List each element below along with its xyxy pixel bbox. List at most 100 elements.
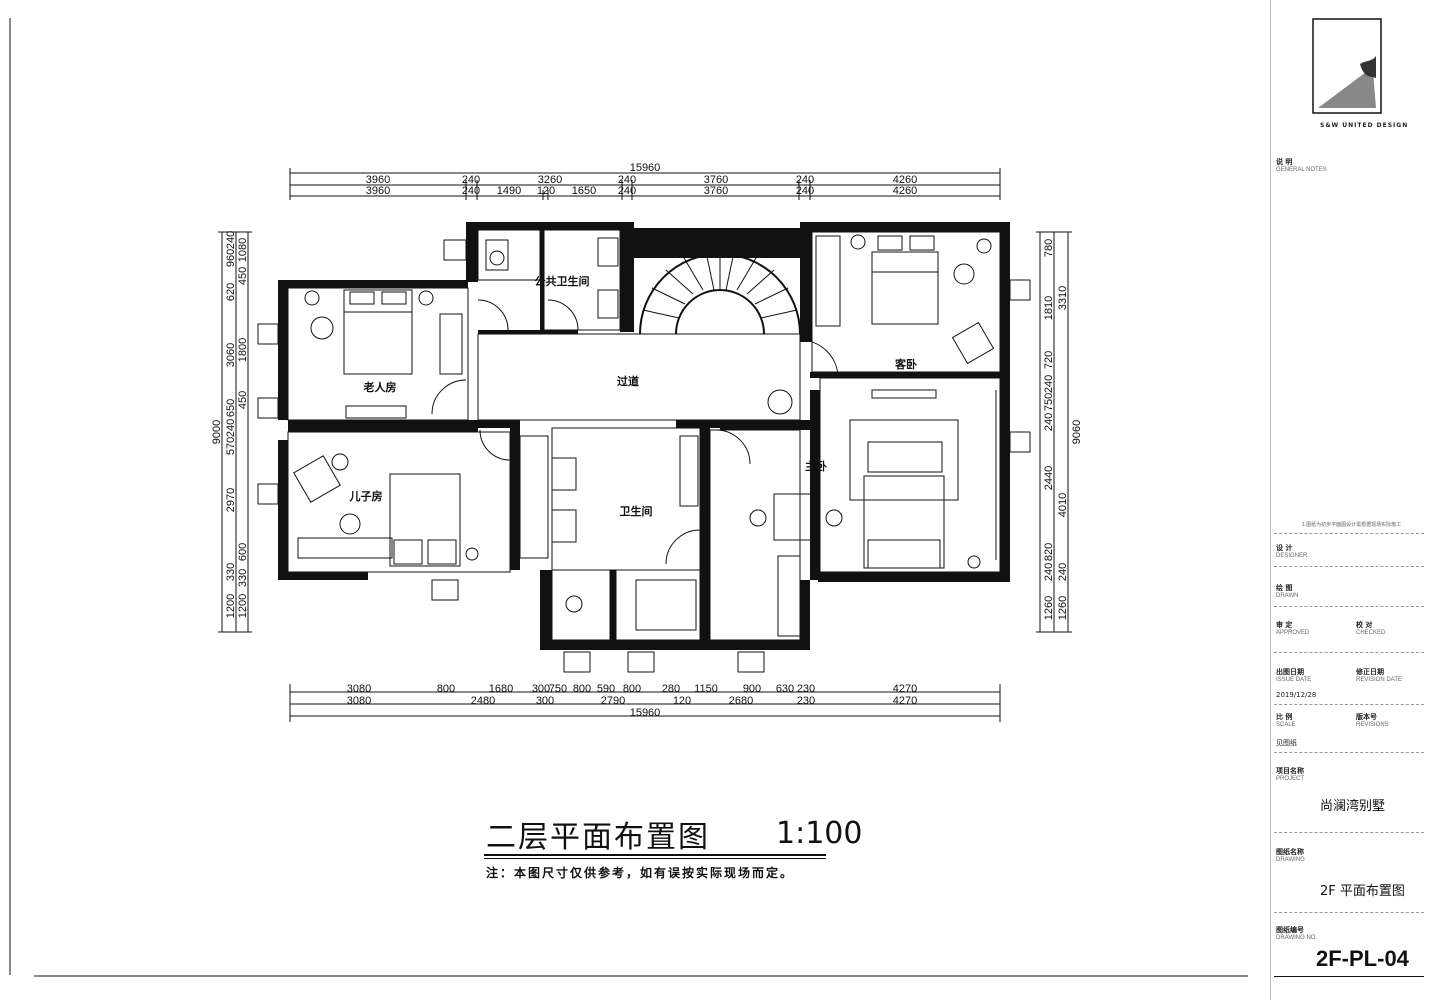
rule xyxy=(1274,652,1424,653)
top-dim: 3760 xyxy=(704,174,728,186)
company-name: S&W UNITED DESIGN xyxy=(1320,122,1409,129)
bottom-dim: 2480 xyxy=(471,695,495,707)
bottom-dim: 3080 xyxy=(347,683,371,695)
left-dim: 450 xyxy=(237,391,249,409)
room-label-child: 儿子房 xyxy=(349,489,383,503)
company-logo-icon xyxy=(1312,18,1382,114)
child-room-furniture xyxy=(293,435,549,567)
bottom-dimensions: 3080 800 1680 300 750 800 590 800 280 11… xyxy=(289,683,1001,722)
top-total-dim: 15960 xyxy=(630,162,661,174)
right-dim: 750 xyxy=(1043,393,1055,411)
bottom-dim: 630 xyxy=(776,683,794,695)
guest-room-bed xyxy=(815,235,995,399)
top-dim: 120 xyxy=(537,185,555,197)
top-dim: 4260 xyxy=(893,185,917,197)
general-notes-label-en: GENERAL NOTES xyxy=(1276,167,1327,173)
left-dim: 3060 xyxy=(225,343,237,367)
left-dim: 960 xyxy=(225,249,237,267)
drawing-name-label-en: DRAWING xyxy=(1276,857,1305,863)
left-dim: 1200 xyxy=(225,594,237,618)
right-dim: 720 xyxy=(1043,351,1055,369)
elder-room-lamp-icon xyxy=(304,290,320,306)
revision-date-label: 修正日期 xyxy=(1356,668,1384,676)
rule xyxy=(1274,832,1424,833)
left-dimensions: 9000 240 960 1080 620 450 1800 3060 450 … xyxy=(211,231,252,633)
door-swings xyxy=(431,299,839,565)
top-dim: 1650 xyxy=(572,185,596,197)
general-note-text: 1.图纸为初步平面图设计需根据现场实际施工 xyxy=(1302,522,1402,528)
rule xyxy=(1274,752,1424,753)
top-dim: 1490 xyxy=(497,185,521,197)
elder-room-wardrobe xyxy=(439,313,463,375)
room-label-guest: 客卧 xyxy=(894,357,917,371)
revisions-label-en: REVISIONS xyxy=(1356,722,1389,728)
right-dimensions: 780 1810 3310 720 240 750 240 2440 4010 … xyxy=(1036,231,1083,633)
title-underline xyxy=(484,854,826,856)
drawn-label-en: DRAWN xyxy=(1276,593,1299,599)
bottom-dim: 300 xyxy=(536,695,554,707)
staircase xyxy=(639,250,801,335)
drawing-no-label-en: DRAWING NO. xyxy=(1276,935,1318,941)
top-dim: 240 xyxy=(462,174,480,186)
rule xyxy=(1274,533,1424,534)
top-dim: 240 xyxy=(796,185,814,197)
bottom-dim: 750 xyxy=(549,683,567,695)
elder-room-bed xyxy=(343,289,413,419)
bottom-dim: 2790 xyxy=(601,695,625,707)
drawing-name-label: 图纸名称 xyxy=(1276,848,1304,856)
top-dim: 240 xyxy=(618,174,636,186)
bottom-dim: 900 xyxy=(743,683,761,695)
right-total-dim: 9060 xyxy=(1071,420,1083,444)
room-label-bathroom: 卫生间 xyxy=(620,504,653,518)
issue-date-value: 2019/12/28 xyxy=(1276,691,1317,699)
bottom-dim: 3080 xyxy=(347,695,371,707)
bottom-dim: 300 xyxy=(532,683,550,695)
bottom-total-dim: 15960 xyxy=(630,707,661,719)
scale-value: 见图纸 xyxy=(1276,739,1297,747)
title-block: S&W UNITED DESIGN 说 明 GENERAL NOTES 1.图纸… xyxy=(1268,0,1430,1000)
right-dim: 3310 xyxy=(1057,286,1069,310)
right-dim: 780 xyxy=(1043,239,1055,257)
bottom-dim: 120 xyxy=(673,695,691,707)
right-dim: 240 xyxy=(1057,563,1069,581)
bottom-dim: 800 xyxy=(623,683,641,695)
rule xyxy=(1274,704,1424,705)
drawing-note: 注：本图尺寸仅供参考，如有误按实际现场而定。 xyxy=(486,866,795,880)
left-dim: 240 xyxy=(225,419,237,437)
bottom-dim: 1680 xyxy=(489,683,513,695)
left-dim: 2970 xyxy=(225,488,237,512)
project-label-en: PROJECT xyxy=(1276,776,1305,782)
bottom-dim: 800 xyxy=(437,683,455,695)
drawing-title: 二层平面布置图 xyxy=(486,820,710,855)
child-room-lamp-icon xyxy=(331,453,349,471)
drawing-scale: 1:100 xyxy=(776,816,863,851)
right-dim: 4010 xyxy=(1057,493,1069,517)
room-label-corridor: 过道 xyxy=(617,374,639,388)
left-dim: 330 xyxy=(225,563,237,581)
bottom-dim: 230 xyxy=(797,683,815,695)
top-dim: 3260 xyxy=(538,174,562,186)
walls xyxy=(278,222,1010,650)
top-dim: 3960 xyxy=(366,185,390,197)
revision-date-label-en: REVISION DATE xyxy=(1356,677,1402,683)
elder-room-chair xyxy=(310,316,334,340)
title-block-border xyxy=(1270,0,1272,1000)
drawing-name: 2F 平面布置图 xyxy=(1320,884,1405,899)
right-dim: 2440 xyxy=(1043,466,1055,490)
right-dim: 240 xyxy=(1043,375,1055,393)
master-lamp-icon xyxy=(967,555,981,569)
bottom-dim: 4270 xyxy=(893,683,917,695)
left-dim: 1080 xyxy=(237,238,249,262)
left-dim: 620 xyxy=(225,283,237,301)
drawing-no-label: 图纸编号 xyxy=(1276,926,1304,934)
checked-label-en: CHECKED xyxy=(1356,630,1386,636)
left-dim: 600 xyxy=(237,543,249,561)
designer-label-en: DESIGNER xyxy=(1276,553,1308,559)
top-dim: 4260 xyxy=(893,174,917,186)
general-notes-label: 说 明 xyxy=(1276,158,1293,166)
right-dim: 820 xyxy=(1043,543,1055,561)
corridor-plant-icon xyxy=(767,389,793,415)
room-label-elder: 老人房 xyxy=(363,380,397,394)
guest-room-lamp-icon xyxy=(976,238,992,254)
bottom-dim: 4270 xyxy=(893,695,917,707)
